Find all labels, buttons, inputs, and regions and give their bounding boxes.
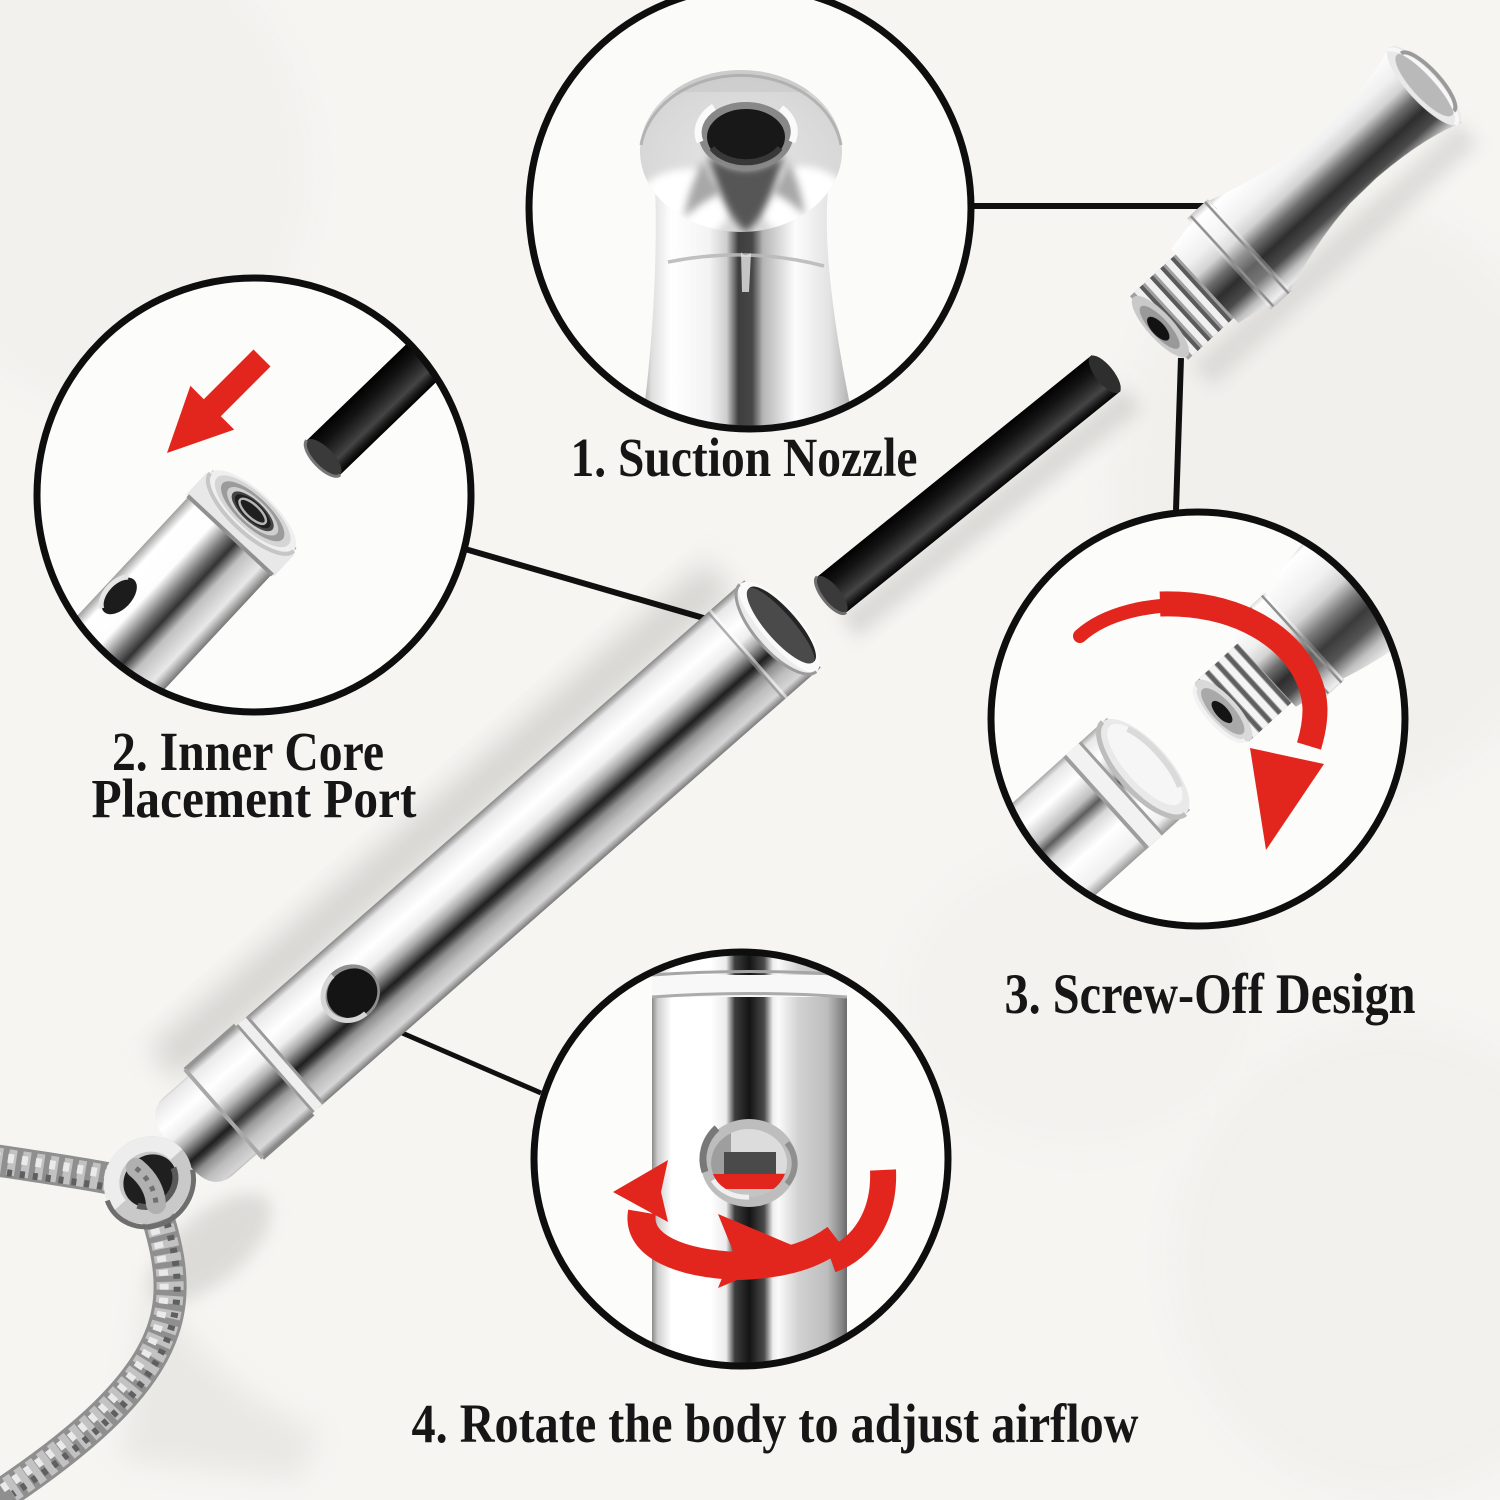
svg-text:Placement Port: Placement Port xyxy=(92,768,418,829)
svg-text:3. Screw-Off Design: 3. Screw-Off Design xyxy=(1005,963,1416,1026)
svg-text:2. Inner Core: 2. Inner Core xyxy=(112,721,384,782)
svg-text:1. Suction Nozzle: 1. Suction Nozzle xyxy=(571,427,918,488)
svg-text:4. Rotate the body to adjust a: 4. Rotate the body to adjust airflow xyxy=(412,1393,1139,1454)
